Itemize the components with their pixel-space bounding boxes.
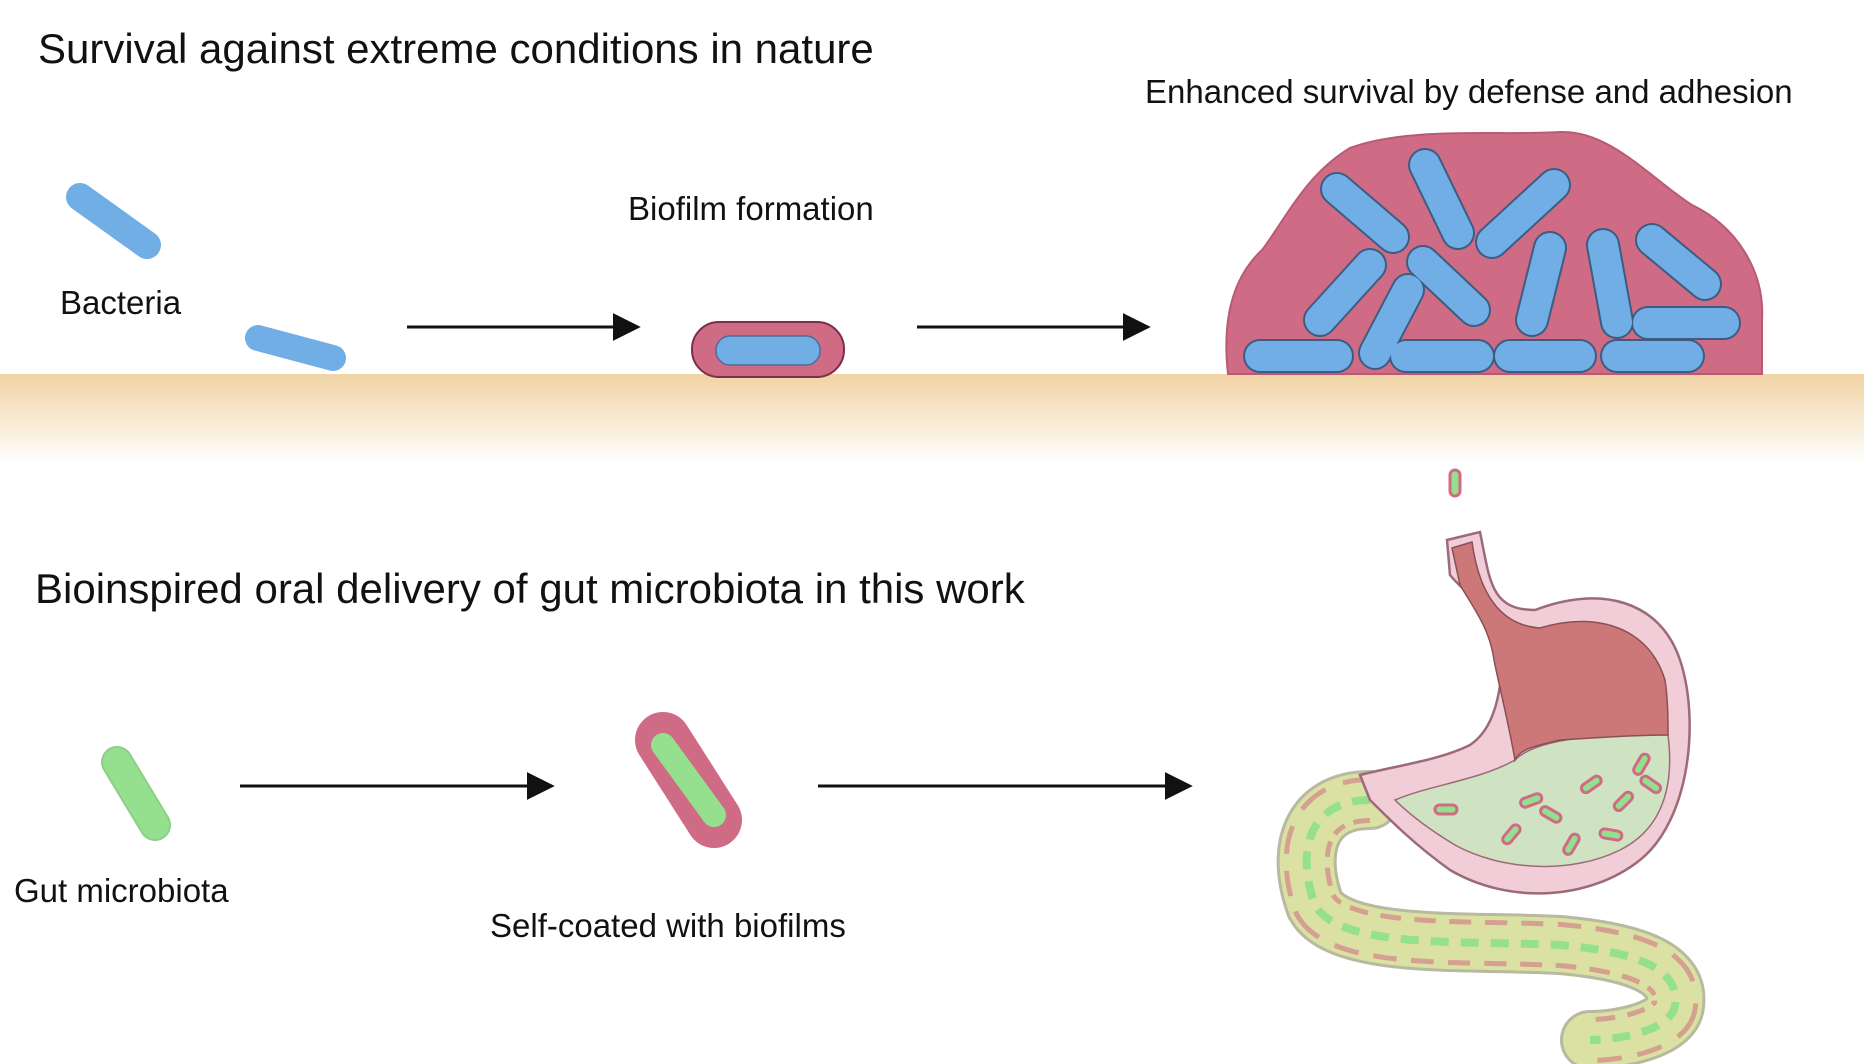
biofilm-bacterium xyxy=(1477,170,1569,257)
substrate-surface xyxy=(0,374,1864,464)
biofilm-mass xyxy=(1225,130,1764,375)
biofilm-bacterium xyxy=(1588,230,1632,337)
gut-microbiota-label: Gut microbiota xyxy=(14,872,229,909)
coated-microbiota-cell xyxy=(635,712,742,848)
biofilm-bacterium xyxy=(1408,247,1489,325)
biofilm-bacterium xyxy=(1360,275,1423,368)
gut-microbiota-cell-fill xyxy=(103,748,169,839)
top-title: Survival against extreme conditions in n… xyxy=(38,25,874,72)
biofilm-bacterium xyxy=(1410,150,1473,248)
stomach-illustration xyxy=(1276,530,1706,1064)
biofilm-bacterium xyxy=(1322,174,1408,252)
biofilm-formation-label: Biofilm formation xyxy=(628,190,874,227)
biofilm-bacterium xyxy=(1637,225,1720,299)
enhanced-survival-label: Enhanced survival by defense and adhesio… xyxy=(1145,73,1793,110)
free-bacteria xyxy=(66,183,346,371)
biofilm-coated-bacterium xyxy=(691,321,845,378)
bacterium-1 xyxy=(66,183,161,259)
self-coated-label: Self-coated with biofilms xyxy=(490,907,846,944)
bottom-title: Bioinspired oral delivery of gut microbi… xyxy=(35,565,1025,612)
stomach-upper xyxy=(1451,541,1669,763)
falling-capsule xyxy=(1448,468,1462,498)
biofilm-bacterium xyxy=(1517,233,1565,335)
bacterium-2 xyxy=(245,325,346,371)
biofilm-bacterium xyxy=(1305,250,1385,335)
bacteria-label: Bacteria xyxy=(60,284,182,321)
